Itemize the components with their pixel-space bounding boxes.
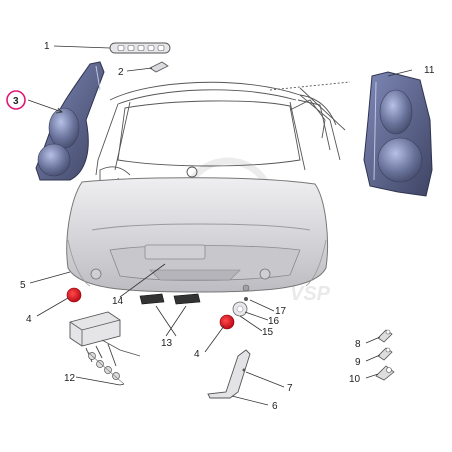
callout-6: 6 — [272, 401, 278, 412]
parking-sensor-kit — [69, 311, 141, 385]
bumper-sensor-center — [242, 284, 250, 292]
rear-bumper — [66, 177, 328, 293]
callout-5: 5 — [20, 280, 26, 291]
bumper-sensor-left — [90, 268, 102, 280]
right-quarter-panel — [363, 71, 433, 197]
callout-7: 7 — [287, 383, 293, 394]
callout-3-highlight — [6, 90, 26, 110]
callout-1: 1 — [44, 41, 50, 52]
callout-9: 9 — [355, 357, 361, 368]
bumper-trim-strips — [139, 293, 201, 305]
left-quarter-panel — [35, 61, 105, 181]
callout-10: 10 — [349, 374, 361, 385]
callout-4-left: 4 — [26, 314, 32, 325]
callout-12: 12 — [64, 373, 76, 384]
callout-11: 11 — [424, 65, 435, 76]
leader-lines — [27, 45, 413, 406]
callout-14: 14 — [112, 296, 124, 307]
callout-2: 2 — [118, 67, 124, 78]
callout-15: 15 — [262, 327, 274, 338]
third-brake-light — [109, 42, 171, 54]
bumper-sensor-right — [259, 268, 271, 280]
fastener-clips — [375, 329, 395, 381]
reflector-left — [66, 287, 82, 303]
callout-17: 17 — [275, 306, 287, 317]
callout-8: 8 — [355, 339, 361, 350]
parking-sensor-assembly — [232, 297, 248, 317]
callout-16: 16 — [268, 316, 280, 327]
bumper-bracket — [207, 349, 251, 399]
license-plate-recess — [144, 244, 206, 260]
callout-3: 3 — [13, 96, 19, 107]
callout-13: 13 — [161, 338, 173, 349]
callout-labels: 1 2 3 4 4 5 6 7 8 9 10 11 12 13 14 15 16… — [13, 41, 435, 412]
watermark-text: VSP — [290, 283, 331, 305]
brake-light-connector — [149, 61, 169, 73]
callout-4-right: 4 — [194, 349, 200, 360]
reflector-right — [219, 314, 235, 330]
